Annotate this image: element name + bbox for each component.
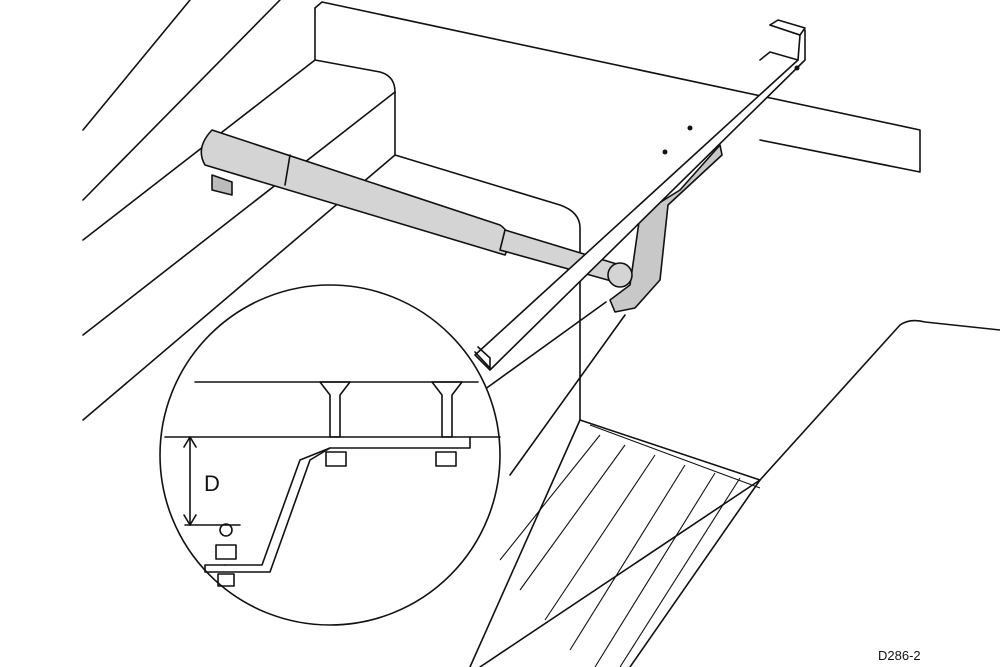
detail-inset: D [159,284,626,626]
dimension-label-d: D [204,471,220,496]
steering-arm [474,19,806,371]
reference-code: D286-2 [878,648,921,663]
